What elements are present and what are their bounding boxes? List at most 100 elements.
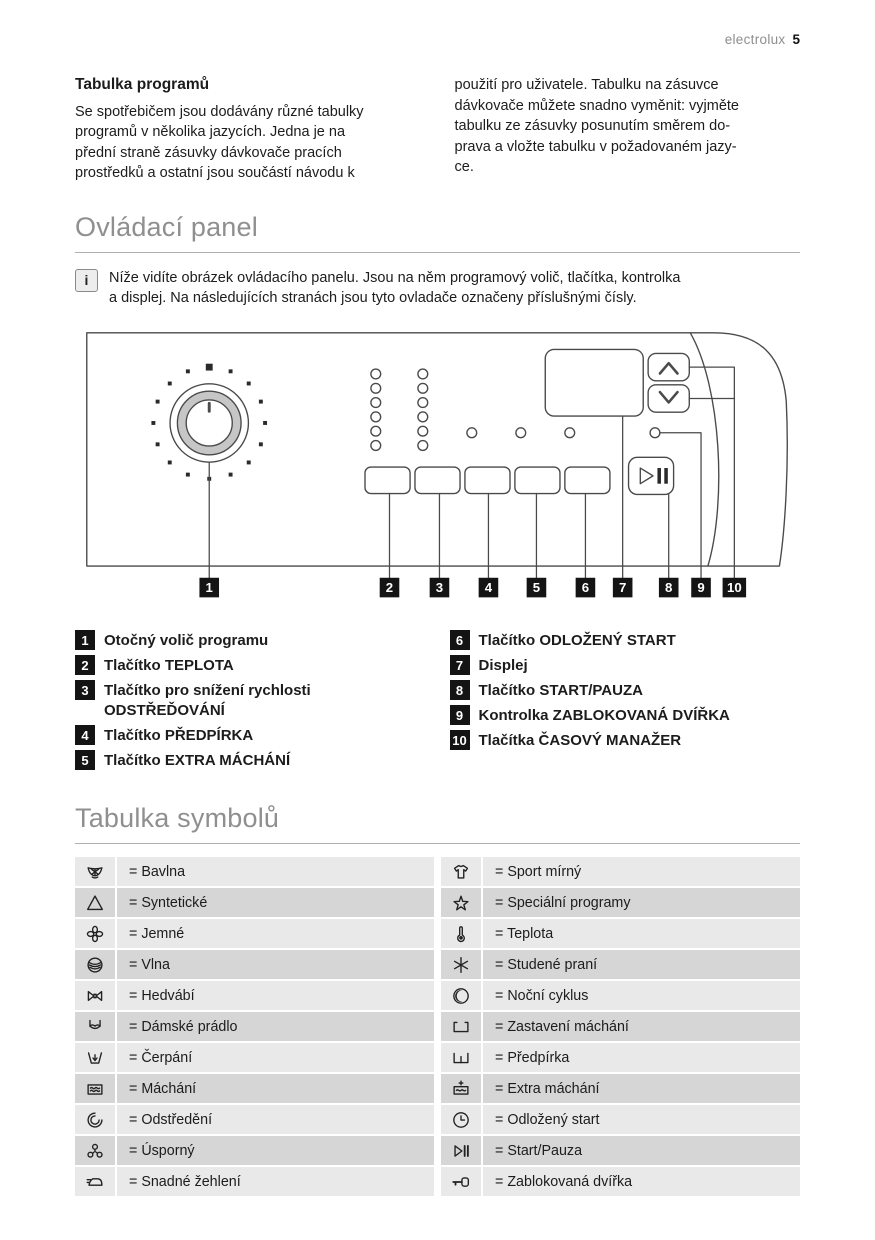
pause-icon bbox=[664, 467, 668, 484]
legend-number-badge: 2 bbox=[75, 655, 95, 676]
legend-item: 2 Tlačítko TEPLOTA bbox=[75, 655, 426, 676]
section-heading-symbols: Tabulka symbolů bbox=[75, 803, 800, 845]
legend-item: 6 Tlačítko ODLOŽENÝ START bbox=[449, 630, 801, 651]
text-line: programů v několika jazycích. Jedna je n… bbox=[75, 124, 346, 140]
text-line: a displej. Na následujících stranách jso… bbox=[109, 290, 637, 306]
text-line: přední straně zásuvky dávkovače pracích bbox=[75, 144, 342, 161]
symbol-icon-cell bbox=[75, 1167, 115, 1197]
figure-badge bbox=[612, 577, 633, 597]
legend-label: Kontrolka ZABLOKOVANÁ DVÍŘKA bbox=[478, 707, 730, 725]
legend-label: Tlačítko ODLOŽENÝ START bbox=[478, 632, 676, 650]
text-line: použití pro uživatele. Tabulku na zásuvc… bbox=[454, 77, 719, 93]
figure-badge bbox=[379, 577, 400, 597]
symbol-row: = Speciální programy bbox=[441, 888, 800, 918]
legend-item: 5 Tlačítko EXTRA MÁCHÁNÍ bbox=[75, 750, 426, 771]
synthetics-icon bbox=[86, 895, 104, 911]
figure-badge-number: 3 bbox=[436, 579, 443, 594]
symbol-label: = Máchání bbox=[117, 1074, 434, 1104]
symbol-label: = Zastavení máchání bbox=[483, 1012, 800, 1042]
symbol-icon-cell bbox=[75, 1136, 115, 1166]
symbols-column-right: = Sport mírný= Speciální programy= Teplo… bbox=[441, 857, 800, 1197]
note-text: Níže vidíte obrázek ovládacího panelu. J… bbox=[109, 268, 680, 309]
status-led-row bbox=[466, 426, 661, 438]
text-line: ce. bbox=[454, 159, 474, 175]
figure-badge bbox=[199, 577, 220, 597]
figure-badge-number: 7 bbox=[619, 579, 626, 594]
symbol-icon-cell bbox=[441, 888, 481, 918]
figure-badge-number: 2 bbox=[386, 579, 393, 594]
symbol-icon-cell bbox=[441, 857, 481, 887]
dial-tick-marks bbox=[151, 363, 268, 481]
page-number: 5 bbox=[792, 32, 800, 47]
symbol-label: = Bavlna bbox=[117, 857, 434, 887]
legend-number-badge: 6 bbox=[449, 630, 470, 651]
symbol-row: = Máchání bbox=[75, 1074, 434, 1104]
delay-start-icon bbox=[453, 1112, 469, 1128]
symbol-icon-cell bbox=[441, 950, 481, 980]
pause-icon bbox=[657, 467, 661, 484]
special-icon bbox=[453, 895, 469, 911]
economy-icon bbox=[87, 1143, 103, 1158]
display-window bbox=[544, 348, 644, 417]
symbol-label: = Syntetické bbox=[117, 888, 434, 918]
figure-badge-number: 1 bbox=[206, 579, 213, 594]
figure-badge-number: 6 bbox=[582, 579, 589, 594]
rinse-icon bbox=[87, 1084, 103, 1095]
legend-label: Tlačítko PŘEDPÍRKA bbox=[104, 727, 254, 745]
symbol-label: = Snadné žehlení bbox=[117, 1167, 434, 1197]
symbol-row: = Zastavení máchání bbox=[441, 1012, 800, 1042]
symbol-icon-cell bbox=[441, 1167, 481, 1197]
text-line: dávkovače můžete snadno vyměnit: vyjměte bbox=[454, 97, 740, 114]
section-heading-control-panel: Ovládací panel bbox=[75, 212, 800, 253]
rinse-hold-icon bbox=[453, 1021, 469, 1033]
text-line: tabulku ze zásuvky posunutím směrem do- bbox=[454, 118, 731, 134]
symbols-column-left: = Bavlna= Syntetické= Jemné= Vlna= Hedvá… bbox=[75, 857, 434, 1197]
symbol-row: = Noční cyklus bbox=[441, 981, 800, 1011]
symbol-row: = Teplota bbox=[441, 919, 800, 949]
symbol-label: = Čerpání bbox=[117, 1043, 434, 1073]
symbol-label: = Hedvábí bbox=[117, 981, 434, 1011]
extra-rinse-icon bbox=[453, 1080, 469, 1095]
night-cycle-icon bbox=[453, 988, 469, 1004]
delicates-icon bbox=[86, 925, 104, 943]
cold-wash-icon bbox=[453, 956, 469, 973]
legend-number-badge: 5 bbox=[75, 750, 95, 771]
temperature-icon bbox=[457, 926, 465, 943]
symbol-icon-cell bbox=[441, 919, 481, 949]
legend-label: Displej bbox=[478, 657, 528, 675]
figure-badge bbox=[722, 577, 747, 597]
legend-label: Tlačítko EXTRA MÁCHÁNÍ bbox=[104, 752, 291, 770]
panel-inner-curve bbox=[689, 331, 720, 567]
symbol-row: = Vlna bbox=[75, 950, 434, 980]
spin-icon bbox=[87, 1112, 103, 1128]
symbol-row: = Zablokovaná dvířka bbox=[441, 1167, 800, 1197]
symbol-icon-cell bbox=[441, 1012, 481, 1042]
legend-number-badge: 3 bbox=[75, 680, 95, 701]
legend-number-badge: 10 bbox=[449, 730, 470, 751]
symbol-label: = Speciální programy bbox=[483, 888, 800, 918]
figure-badge-number: 8 bbox=[665, 579, 672, 594]
symbol-label: = Odstředění bbox=[117, 1105, 434, 1135]
legend-label: Tlačítko TEPLOTA bbox=[104, 657, 234, 675]
symbol-row: = Sport mírný bbox=[441, 857, 800, 887]
figure-badge bbox=[478, 577, 499, 597]
silk-icon bbox=[87, 990, 103, 1001]
text-line: Níže vidíte obrázek ovládacího panelu. J… bbox=[109, 269, 681, 286]
leader-lines bbox=[208, 365, 735, 578]
figure-badge-number: 10 bbox=[727, 579, 742, 594]
symbol-row: = Předpírka bbox=[441, 1043, 800, 1073]
symbol-icon-cell bbox=[75, 1105, 115, 1135]
symbol-row: = Extra máchání bbox=[441, 1074, 800, 1104]
legend-number-badge: 4 bbox=[75, 725, 95, 746]
program-led-columns bbox=[370, 367, 429, 451]
figure-badge-number: 4 bbox=[485, 579, 493, 594]
symbol-icon-cell bbox=[75, 857, 115, 887]
figure-badge bbox=[691, 577, 711, 597]
